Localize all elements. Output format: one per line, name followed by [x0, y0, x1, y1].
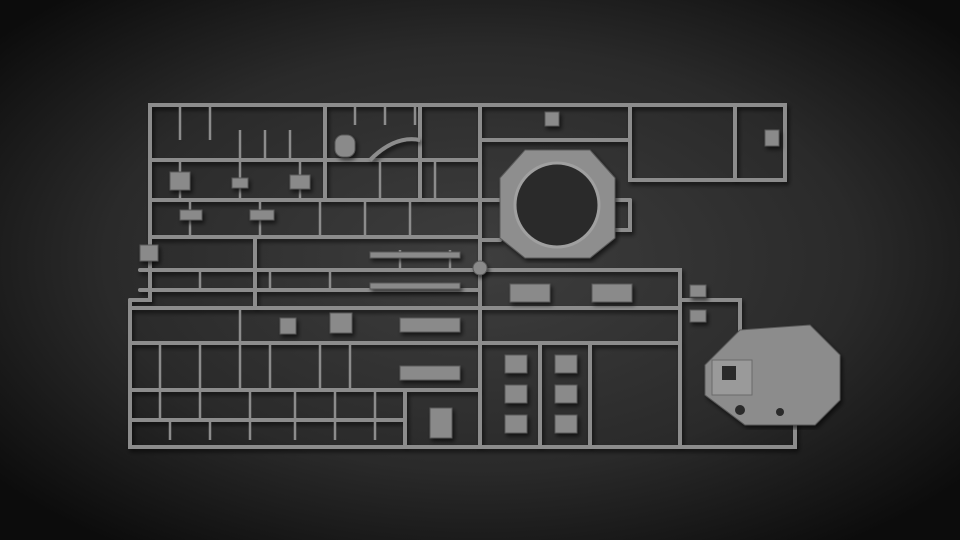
sprue-frame [128, 103, 797, 449]
turret-ring [499, 149, 616, 259]
turret-part [704, 324, 841, 426]
small-parts [139, 111, 780, 439]
